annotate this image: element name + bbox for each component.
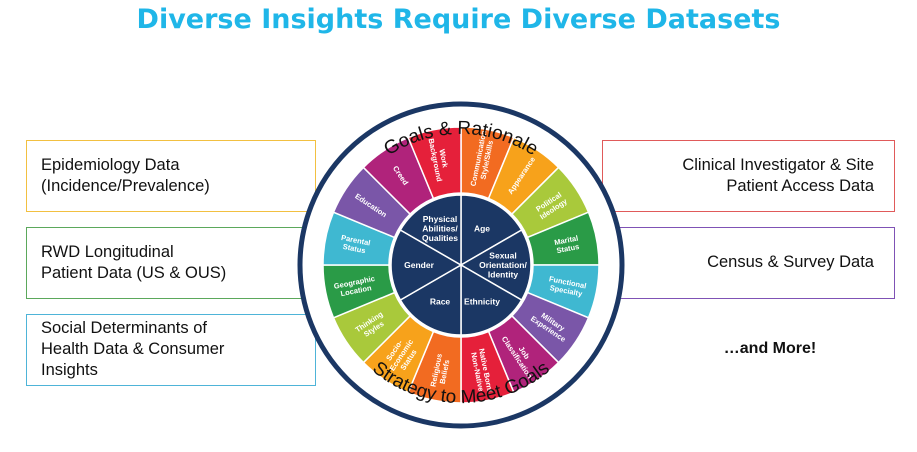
inner-segment xyxy=(460,194,523,267)
data-source-box-social-determinants: Social Determinants of Health Data & Con… xyxy=(26,314,316,386)
inner-segment-label-line: Abilities/ xyxy=(422,224,458,234)
inner-segment-label: Race xyxy=(430,296,451,306)
inner-segment xyxy=(399,194,462,267)
outer-segment-label-line: Work xyxy=(437,148,450,169)
inner-segment-label-line: Identity xyxy=(488,270,518,280)
inner-segment-label-line: Orientation/ xyxy=(479,260,527,270)
data-source-box-census: Census & Survey Data xyxy=(602,227,895,299)
inner-segment-label-line: Ethnicity xyxy=(464,296,500,306)
inner-segment-label: Gender xyxy=(404,260,434,270)
data-source-label: Clinical Investigator & Site Patient Acc… xyxy=(682,156,874,195)
outer-segment-label-line: Status xyxy=(342,242,366,255)
inner-segment xyxy=(390,228,463,302)
inner-segment xyxy=(459,228,532,302)
outer-segment-label-line: Status xyxy=(556,242,580,255)
data-source-label: Social Determinants of Health Data & Con… xyxy=(41,319,225,379)
inner-segment-label: Ethnicity xyxy=(464,296,500,306)
outer-segment xyxy=(407,126,462,200)
data-source-box-rwd: RWD Longitudinal Patient Data (US & OUS) xyxy=(26,227,316,299)
and-more-label: …and More! xyxy=(723,340,817,357)
inner-segment xyxy=(460,263,523,336)
inner-segment xyxy=(399,263,462,336)
data-source-box-clinical-investigator: Clinical Investigator & Site Patient Acc… xyxy=(602,140,895,212)
data-source-label: RWD Longitudinal Patient Data (US & OUS) xyxy=(41,243,227,282)
data-source-label: Epidemiology Data (Incidence/Prevalence) xyxy=(41,156,210,195)
inner-segment-label-line: Age xyxy=(474,224,490,234)
inner-segment-label-line: Sexual xyxy=(489,251,516,261)
inner-segment-label-line: Gender xyxy=(404,260,434,270)
inner-segment-label-line: Race xyxy=(430,296,451,306)
outer-segment-label: MaritalStatus xyxy=(553,233,580,255)
page-title: Diverse Insights Require Diverse Dataset… xyxy=(136,4,781,35)
data-source-box-epidemiology: Epidemiology Data (Incidence/Prevalence) xyxy=(26,140,316,212)
inner-segment-label-line: Physical xyxy=(423,214,458,224)
data-source-label: Census & Survey Data xyxy=(707,253,874,271)
inner-segment-label-line: Qualities xyxy=(422,233,458,243)
outer-segment-label: ParentalStatus xyxy=(339,233,371,256)
inner-segment-label: Age xyxy=(474,224,490,234)
